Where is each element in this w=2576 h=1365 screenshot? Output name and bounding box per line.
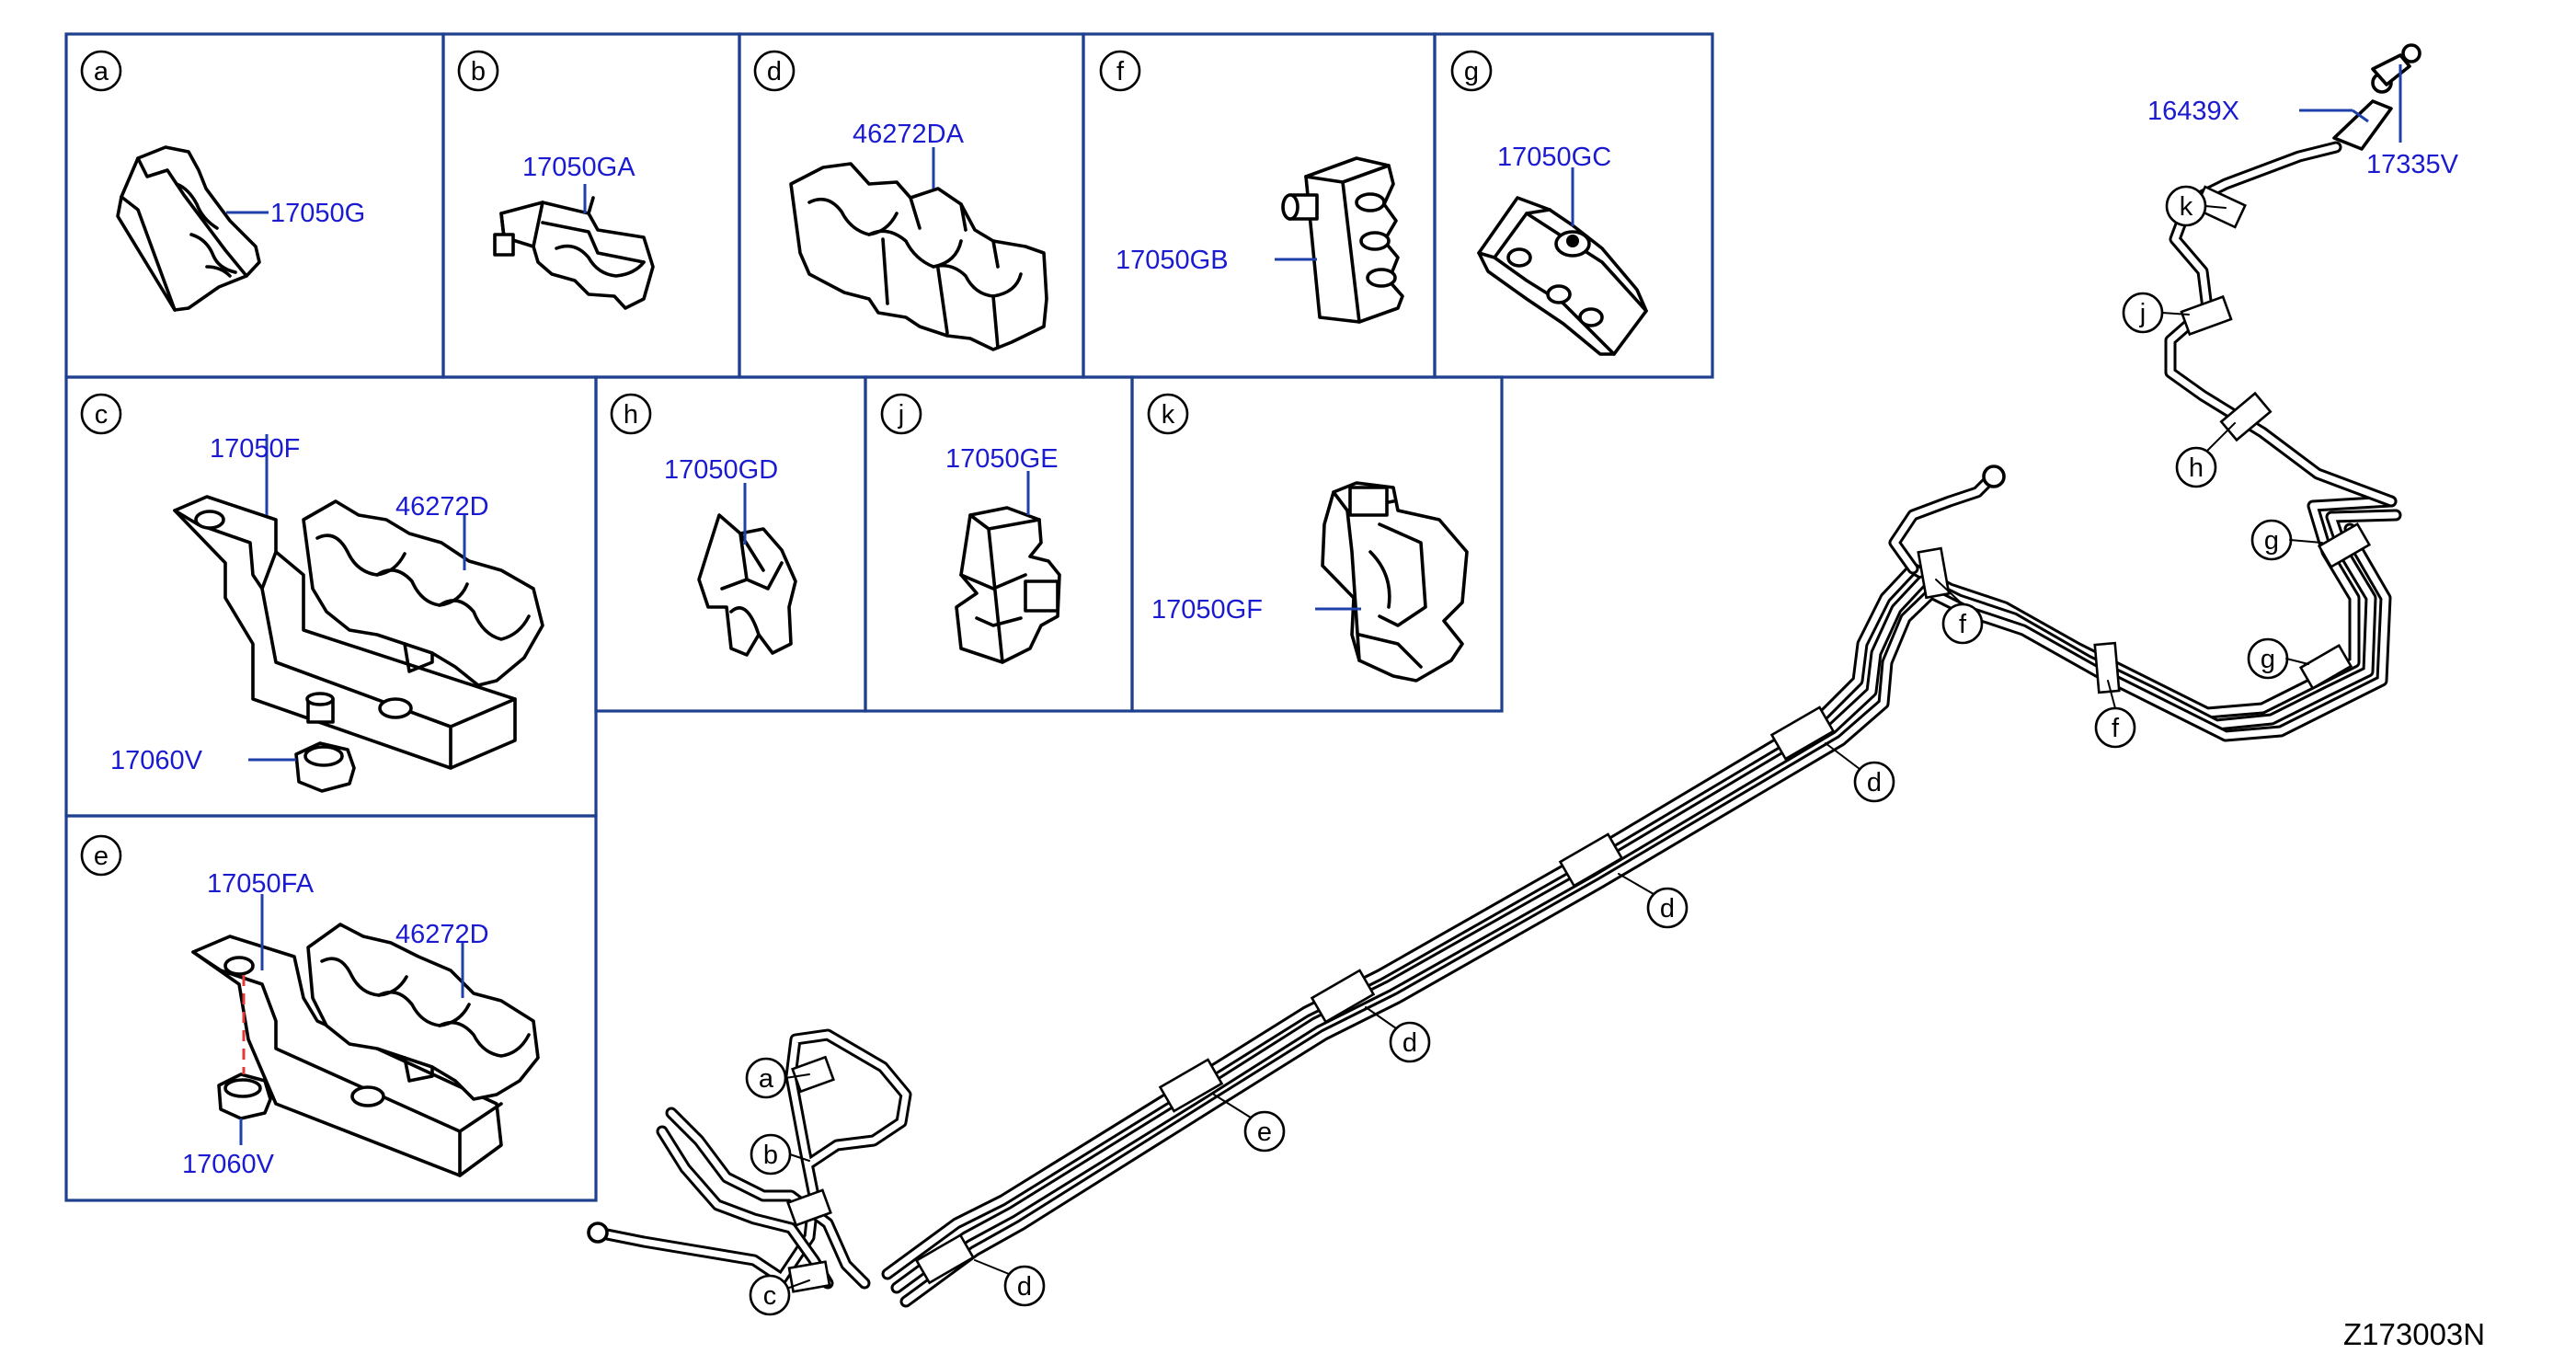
filler-part-labels: 16439X 17335V [2147, 64, 2459, 179]
part-number: 17050GF [1151, 595, 1263, 625]
callout-a: a [759, 1064, 774, 1094]
tube-bundle [881, 495, 2402, 1308]
part-number-nut: 17060V [110, 746, 203, 775]
clip-17050gb-icon [1281, 156, 1404, 324]
callout-circle [1243, 1110, 1286, 1153]
assembly-callouts: k j h g g f f d d d e d a b [745, 185, 2293, 1316]
callout-circle [80, 834, 122, 877]
callout-d: d [1017, 1272, 1032, 1302]
clip-46272d-icon [306, 923, 540, 1101]
panel-d: d 46272DA [753, 50, 1048, 351]
callout-d: d [1660, 894, 1675, 923]
part-number-hose: 17335V [2366, 150, 2459, 179]
callout-f: f [1959, 610, 1967, 639]
callout-j: j [2139, 299, 2146, 328]
callout-circle [80, 50, 122, 92]
callout-circle [1450, 50, 1493, 92]
panel-letter: c [95, 400, 109, 430]
panel-letter: h [624, 400, 638, 430]
panel-f: f 17050GB [1099, 50, 1404, 324]
panel-b: b 17050GA [457, 50, 655, 310]
panel-c: c 17050F 46272D 17060V [80, 393, 544, 793]
callout-circle [880, 393, 922, 435]
callout-circle [610, 393, 652, 435]
part-number: 17050G [270, 199, 365, 228]
callout-circle [80, 393, 122, 435]
callout-circle [1003, 1265, 1046, 1307]
callout-d: d [1867, 768, 1882, 797]
clip-46272d-icon [302, 499, 544, 687]
callout-e: e [1257, 1118, 1272, 1147]
part-number: 17050GB [1116, 246, 1229, 275]
diagram-code: Z173003N [2343, 1317, 2485, 1351]
panel-h: h 17050GD [610, 393, 797, 657]
panel-letter: a [94, 57, 109, 86]
part-number: 17050GA [522, 153, 635, 182]
callout-d: d [1402, 1028, 1417, 1058]
part-number-clip: 46272D [395, 492, 489, 522]
callout-circle [749, 1274, 791, 1316]
panel-k: k 17050GF [1147, 393, 1469, 682]
bracket-17050fa-icon [191, 935, 503, 1177]
panel-letter: f [1116, 57, 1125, 86]
panel-letter: j [898, 400, 904, 430]
clip-17050ga-icon [493, 196, 655, 310]
part-number: 46272DA [853, 120, 965, 149]
callout-h: h [2189, 453, 2204, 483]
callout-circle [1099, 50, 1141, 92]
part-number-bracket: 17050FA [207, 869, 315, 899]
part-number-tube-end: 16439X [2147, 97, 2239, 126]
callout-circle [1646, 887, 1689, 929]
clip-17050gf-icon [1321, 481, 1469, 682]
panel-letter: e [94, 842, 109, 871]
bracket-17050f-icon [173, 495, 517, 770]
callout-b: b [763, 1141, 778, 1170]
panel-letter: b [471, 57, 486, 86]
left-hoses [587, 1028, 912, 1290]
callout-circle [1389, 1021, 1431, 1063]
callout-circle [1853, 761, 1895, 803]
panel-frames [64, 32, 1714, 1202]
part-number-clip: 46272D [395, 920, 489, 949]
panel-letter: g [1464, 57, 1479, 86]
right-hoses [1888, 465, 2006, 575]
callout-g: g [2264, 526, 2279, 556]
panel-letter: d [767, 57, 782, 86]
panel-letter: k [1162, 400, 1175, 430]
part-number: 17050GC [1497, 143, 1611, 172]
clip-17050gd-icon [697, 513, 797, 657]
clip-17050ge-icon [955, 506, 1061, 664]
panel-e: e 17050FA 46272D 17060V [80, 834, 540, 1179]
panel-a: a 17050G [80, 50, 365, 312]
callout-circle [2175, 446, 2217, 488]
callout-g: g [2261, 645, 2275, 674]
nut-17060v-icon [294, 741, 356, 793]
callout-f: f [2112, 714, 2120, 743]
assembly-leaders [784, 205, 2323, 1289]
clip-17050g-icon [116, 145, 261, 312]
callout-k: k [2180, 192, 2193, 222]
callout-c: c [763, 1281, 777, 1311]
part-number: 17050GD [664, 455, 778, 485]
part-number-nut: 17060V [182, 1150, 275, 1179]
part-number-bracket: 17050F [210, 434, 300, 464]
panel-j: j 17050GE [880, 393, 1061, 664]
callout-circle [1147, 393, 1189, 435]
clip-bands [786, 185, 2372, 1293]
part-number: 17050GE [945, 444, 1059, 474]
clip-46272da-icon [789, 162, 1048, 351]
clip-17050gc-icon [1477, 196, 1648, 356]
callout-circle [753, 50, 796, 92]
panel-g: g 17050GC [1450, 50, 1648, 356]
nut-17060v-icon [217, 1072, 272, 1120]
callout-circle [457, 50, 499, 92]
fuel-line-assembly: k j h g g f f d d d e d a b [587, 43, 2459, 1316]
